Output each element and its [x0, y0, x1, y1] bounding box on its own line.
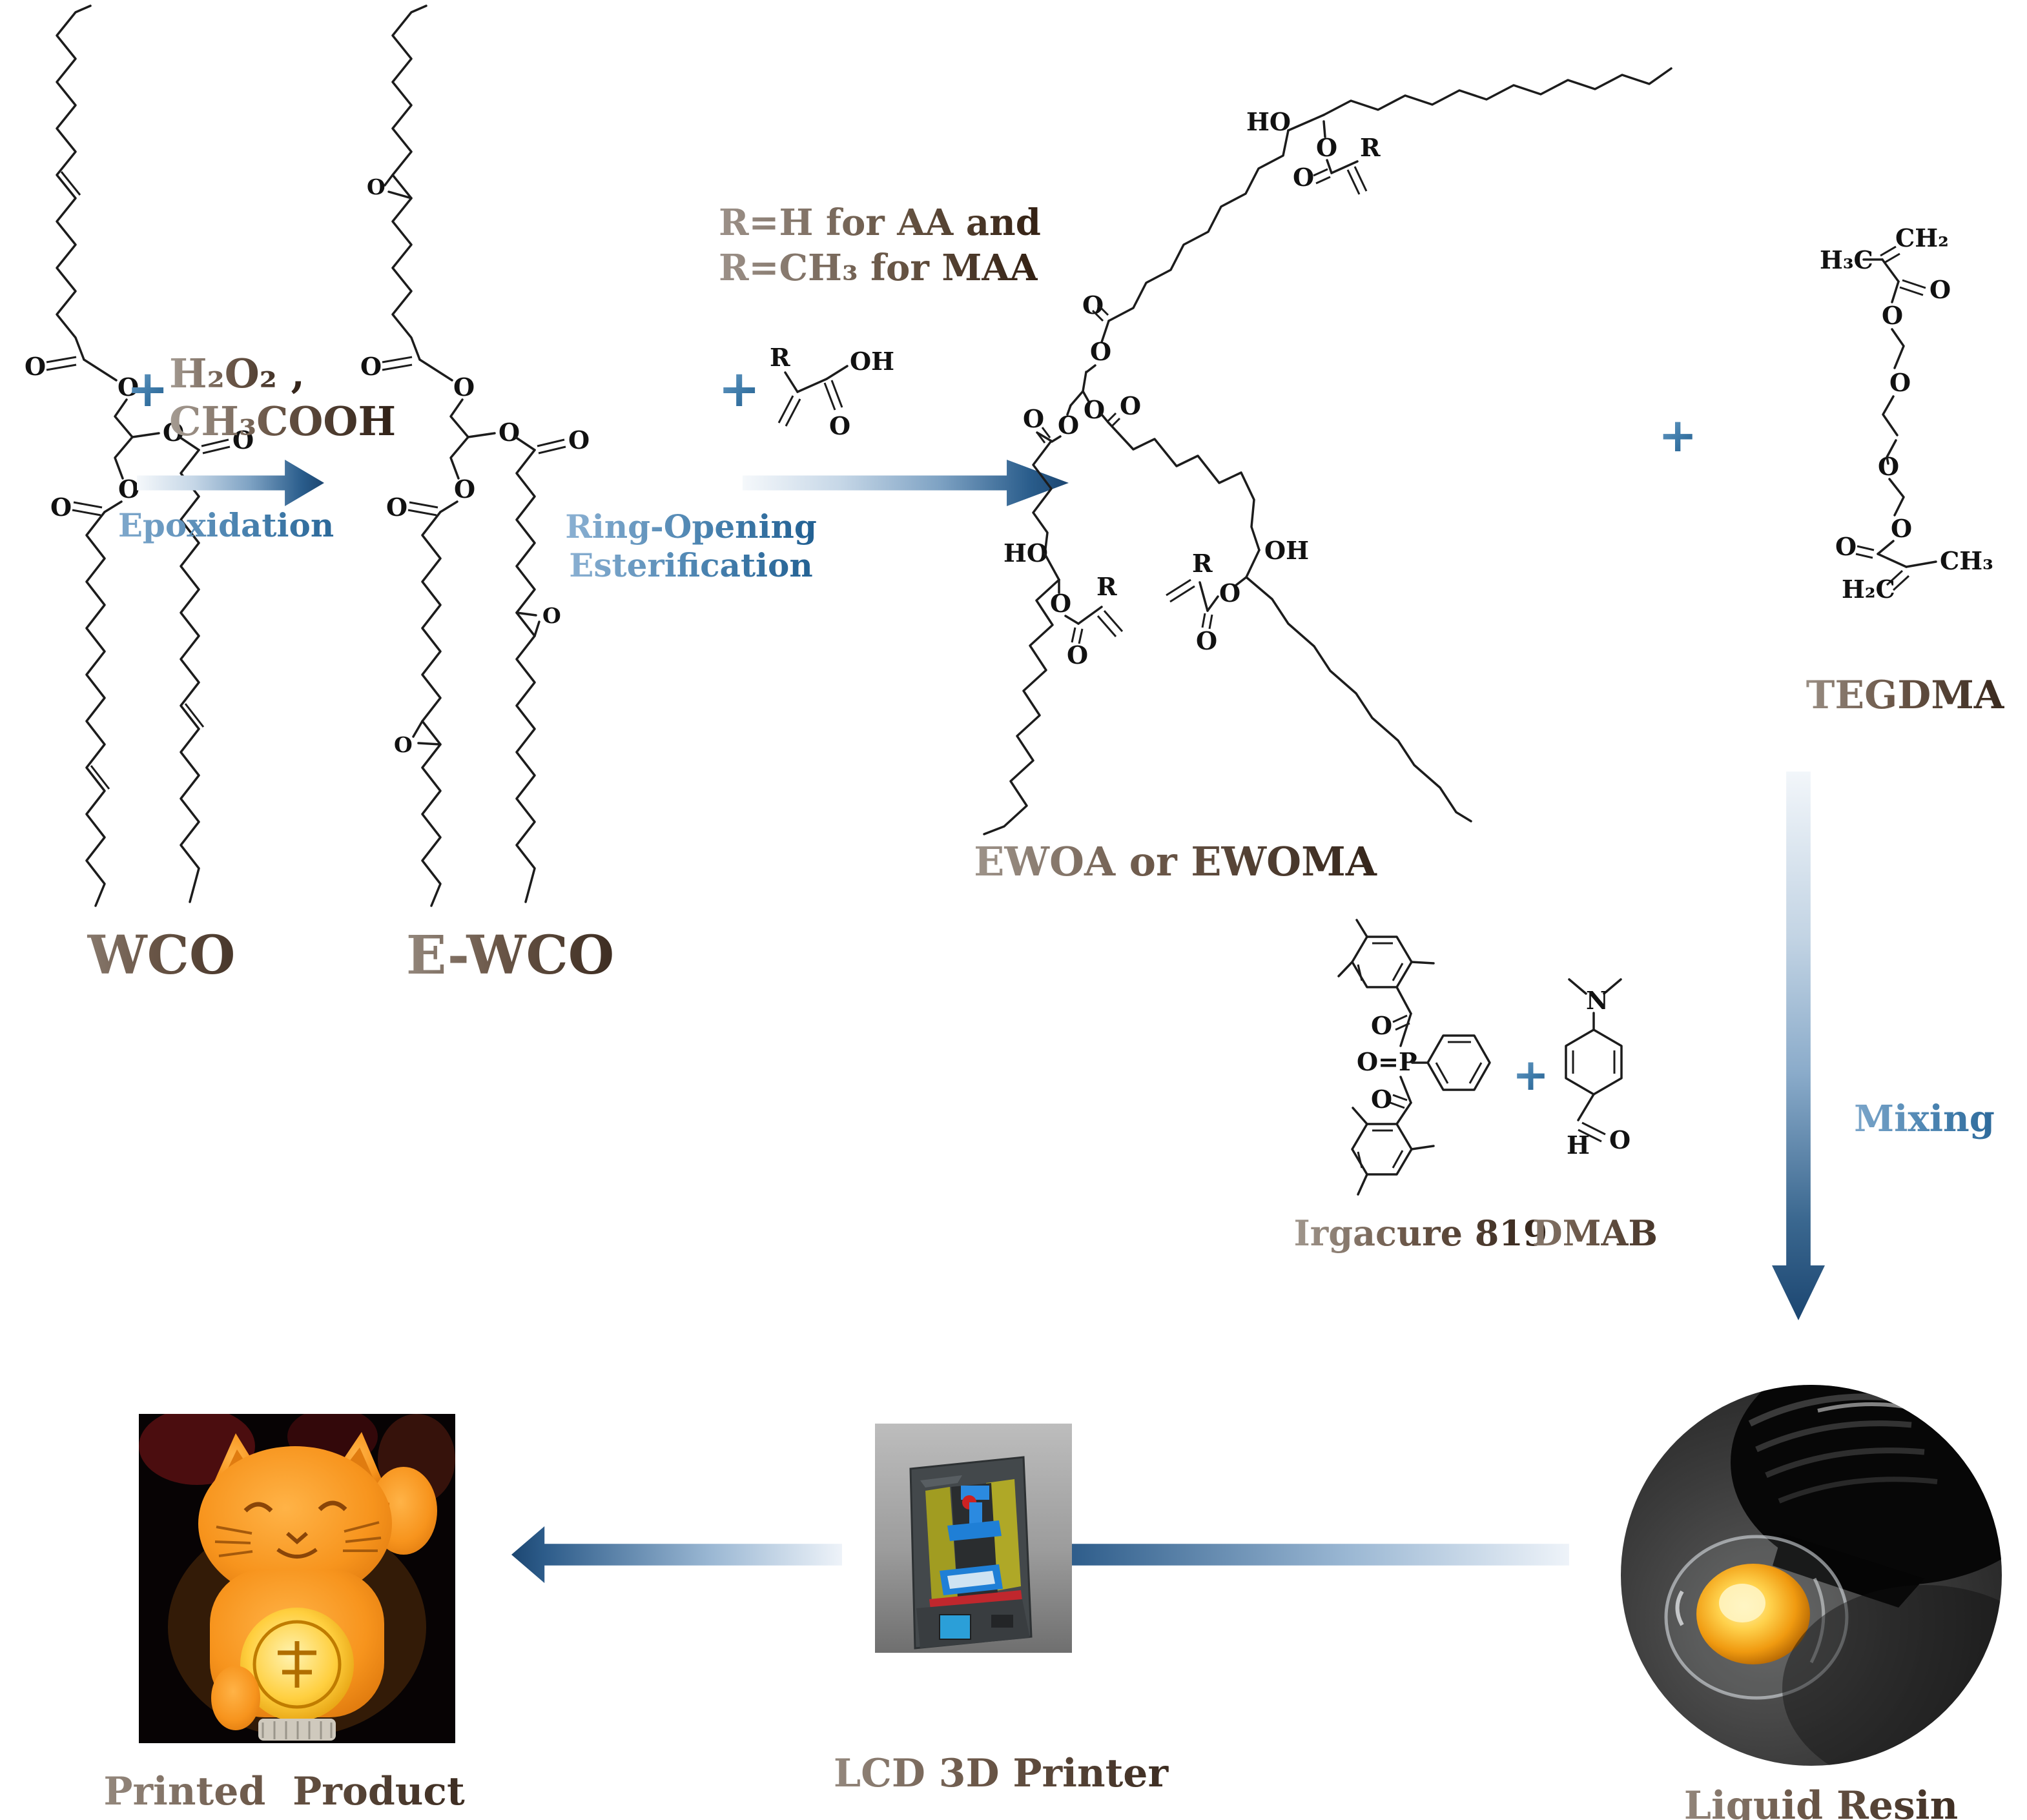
- ewco-o-label: O: [360, 352, 382, 381]
- mixing-label: Mixing: [1821, 1098, 2027, 1140]
- ring-opening-label: Ring-Opening: [555, 507, 827, 546]
- irgacure-o: O: [1371, 1085, 1392, 1114]
- wco-o-label: O: [118, 475, 139, 504]
- tegdma-o: O: [1891, 514, 1912, 543]
- cat-head: [198, 1446, 392, 1601]
- ewoa-o: O: [1050, 589, 1071, 618]
- ewoa-oh: OH: [1264, 536, 1309, 565]
- tegdma-h2c: H₂C: [1842, 575, 1895, 604]
- ewoa-o: O: [1120, 391, 1141, 420]
- plus-sign: +: [1512, 1050, 1549, 1101]
- wco-o-label: O: [50, 493, 72, 522]
- printer-to-product-arrow: [511, 1526, 842, 1583]
- ewco-epoxide-o: O: [394, 732, 413, 757]
- liquid-resin-label: Liquid Resin: [1627, 1783, 2015, 1820]
- dmab-label: DMAB: [1479, 1212, 1711, 1254]
- ewco-label: E-WCO: [368, 925, 652, 987]
- ewco-o-label: O: [499, 418, 520, 447]
- ewco-epoxide-o: O: [367, 174, 386, 199]
- cat-eye-right: [318, 1500, 347, 1511]
- esterification-label: Esterification: [555, 546, 827, 584]
- dmab-o: O: [1609, 1125, 1631, 1154]
- printer-red-trim: [929, 1590, 1022, 1610]
- acrylic-acid-structure: R OH O: [770, 343, 894, 440]
- irgacure-label: Irgacure 819: [1285, 1212, 1556, 1254]
- ewoa-structure: O O O O O O HO O O R: [983, 67, 1672, 835]
- mixing-arrow: [1772, 772, 1825, 1320]
- ewoa-o: O: [1082, 291, 1104, 320]
- lcd-3d-printer-label: LCD 3D Printer: [775, 1751, 1227, 1796]
- ewco-o-label: O: [568, 425, 590, 455]
- tegdma-o: O: [1889, 368, 1911, 397]
- tegdma-ch2: CH₂: [1895, 223, 1949, 252]
- epoxidation-label: Epoxidation: [77, 506, 375, 544]
- dmab-n: N: [1586, 986, 1609, 1015]
- ewoa-o: O: [1090, 337, 1111, 366]
- cat-eye-left: [243, 1502, 273, 1513]
- r-note-line2: R=CH₃ for MAA: [719, 247, 1038, 289]
- wco-o-label: O: [232, 425, 254, 455]
- tegdma-o: O: [1929, 275, 1951, 304]
- acrylic-o-label: O: [829, 411, 850, 440]
- ewoa-o: O: [1023, 404, 1044, 433]
- cat-whiskers: [214, 1526, 253, 1557]
- reagent-ch3cooh: CH₃COOH: [169, 398, 396, 445]
- ewoa-o: O: [1067, 640, 1088, 670]
- ewoa-o: O: [1219, 578, 1240, 608]
- tegdma-o: O: [1882, 301, 1903, 330]
- ewco-structure: O O O O O O O O O: [360, 5, 590, 907]
- r-note-line1: R=H for AA and: [719, 201, 1041, 244]
- wco-label: WCO: [26, 925, 297, 987]
- plus-sign: +: [718, 360, 761, 418]
- resin-to-printer-arrow: [1013, 1526, 1569, 1583]
- irgacure-o-p: O=P: [1357, 1047, 1417, 1076]
- ewoa-o: O: [1084, 395, 1105, 424]
- plus-sign: +: [1658, 408, 1698, 462]
- ewoa-ho: HO: [1246, 107, 1291, 136]
- printer-touchscreen: [939, 1614, 971, 1640]
- cat-mouth: [276, 1548, 318, 1559]
- liquid-resin-photo: [1621, 1385, 2002, 1766]
- ewoa-o: O: [1058, 411, 1079, 440]
- ewoa-r: R: [1360, 133, 1381, 162]
- tegdma-structure: CH₂ H₃C O O O O O O CH₃ H₂C: [1820, 223, 1993, 604]
- ewoa-ho: HO: [1003, 538, 1048, 567]
- tegdma-ch3: CH₃: [1940, 546, 1993, 575]
- dmab-structure: N H O: [1565, 978, 1631, 1160]
- acrylic-r-label: R: [770, 343, 790, 372]
- ewoa-o: O: [1293, 163, 1314, 192]
- ewoa-label: EWOA or EWOMA: [949, 838, 1401, 885]
- ewco-epoxide-o: O: [542, 603, 561, 628]
- wco-o-label: O: [118, 373, 139, 402]
- printed-product-label: Printed Product: [39, 1769, 530, 1814]
- tegdma-o: O: [1878, 452, 1899, 481]
- dmab-h: H: [1567, 1130, 1590, 1160]
- acrylic-oh-label: OH: [850, 347, 894, 376]
- wco-o-label: O: [25, 352, 46, 381]
- cat-paw-left: [211, 1666, 260, 1730]
- lcd-3d-printer-photo: [875, 1424, 1072, 1653]
- plus-sign: +: [127, 360, 169, 418]
- ewoa-r: R: [1192, 549, 1213, 578]
- irgacure-o: O: [1371, 1011, 1392, 1040]
- ewco-o-label: O: [386, 493, 407, 522]
- ewoa-o: O: [1316, 133, 1337, 162]
- wco-structure: O O O O O O: [25, 5, 254, 907]
- ewco-o-label: O: [454, 475, 475, 504]
- printer-platform: [947, 1520, 1002, 1541]
- tegdma-o: O: [1835, 532, 1857, 561]
- irgacure-structure: O O=P O: [1337, 919, 1491, 1196]
- resin-beaker: [1664, 1535, 1849, 1700]
- printed-product-photo: [139, 1414, 455, 1743]
- ewco-o-label: O: [453, 373, 475, 402]
- wco-o-label: O: [163, 418, 184, 447]
- ewoa-o: O: [1196, 626, 1217, 655]
- tegdma-label: TEGDMA: [1782, 673, 2027, 718]
- ewoa-r: R: [1096, 572, 1117, 601]
- reagent-h2o2: H₂O₂ ,: [169, 350, 305, 397]
